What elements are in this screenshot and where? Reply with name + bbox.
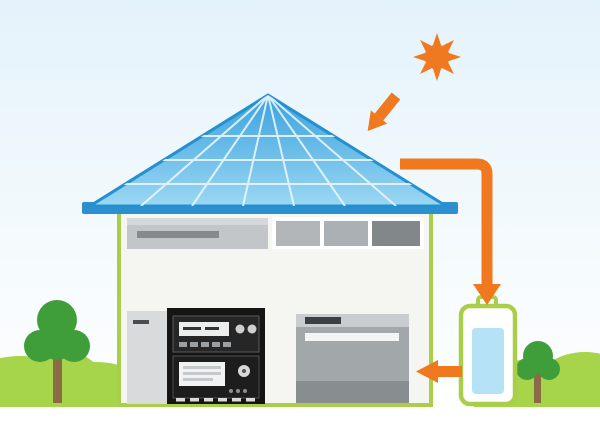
ground	[0, 407, 600, 429]
window-icon	[272, 217, 424, 249]
kitchen-cabinet	[127, 311, 167, 404]
window-pane	[324, 221, 368, 246]
window-pane	[372, 221, 420, 246]
tree-left-icon	[24, 300, 90, 403]
sunlight-arrow-icon	[367, 92, 401, 131]
window-pane	[276, 221, 320, 246]
range-hood-vent	[127, 218, 268, 249]
oven-vent-slots	[176, 398, 255, 402]
sun-icon	[413, 33, 461, 81]
house-icon	[117, 210, 433, 407]
microwave-icon	[172, 355, 260, 399]
dishwasher-icon	[296, 314, 409, 403]
oven-control-panel	[172, 315, 260, 353]
oven-icon	[167, 308, 265, 404]
charge-flow-arrow-icon	[400, 158, 501, 305]
roof-face	[84, 93, 452, 208]
tree-right-icon	[516, 341, 560, 403]
battery-charge-level	[472, 328, 504, 394]
supply-flow-arrow-icon	[416, 360, 462, 383]
battery-icon	[458, 295, 518, 407]
